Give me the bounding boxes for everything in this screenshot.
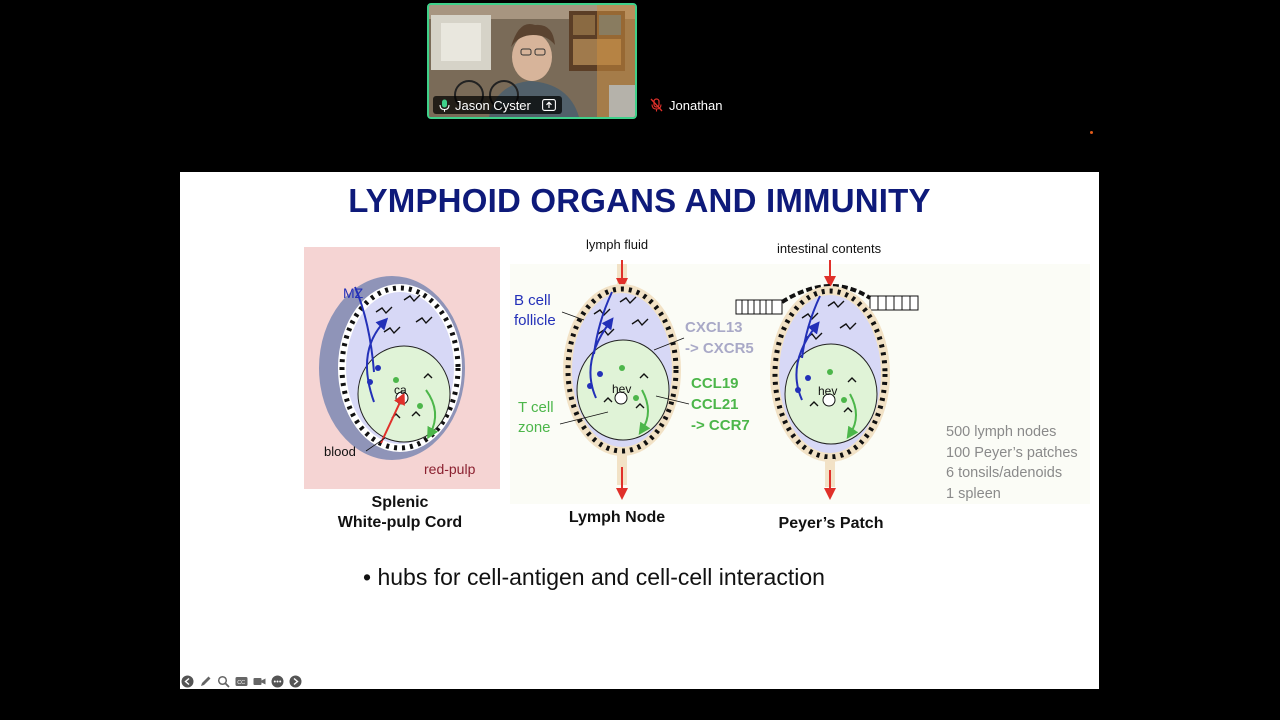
- captions-button[interactable]: CC: [234, 674, 249, 689]
- status-dot: [1090, 131, 1093, 134]
- ln-label-t-cell-1: T cell: [518, 399, 554, 416]
- back-icon: [181, 675, 194, 687]
- slide-title: LYMPHOID ORGANS AND IMMUNITY: [348, 182, 931, 219]
- speaker-name: Jason Cyster: [455, 97, 531, 113]
- ln-label-ccr7: -> CCR7: [691, 417, 750, 434]
- participant-name: Jonathan: [669, 97, 723, 113]
- ln-label-b-cell-1: B cell: [514, 292, 551, 309]
- more-button[interactable]: [270, 674, 285, 689]
- presentation-slide: MZ ca blood red-pulp Splenic White-pulp …: [180, 172, 1099, 689]
- spleen-label-blood: blood: [324, 444, 356, 459]
- spleen-diagram: MZ ca blood red-pulp Splenic White-pulp …: [304, 247, 500, 531]
- organ-count-item: 500 lymph nodes: [946, 424, 1057, 440]
- camera-icon: [253, 677, 266, 685]
- camera-button[interactable]: [252, 674, 267, 689]
- microphone-icon: [439, 99, 450, 112]
- more-icon: [271, 675, 284, 687]
- ln-caption: Lymph Node: [569, 509, 665, 526]
- spleen-label-mz: MZ: [343, 285, 364, 301]
- pp-label-hev: hev: [818, 384, 837, 398]
- organ-count-item: 6 tonsils/adenoids: [946, 465, 1063, 482]
- muted-microphone-icon: [650, 98, 663, 112]
- pp-label-intestinal: intestinal contents: [777, 241, 882, 256]
- ln-label-cxcr5: -> CXCR5: [685, 340, 754, 357]
- organ-count-item: 1 spleen: [946, 486, 1001, 503]
- ln-label-b-cell-2: follicle: [514, 312, 556, 329]
- spleen-label-ca: ca: [394, 383, 407, 397]
- organ-count-item: 100 Peyer’s patches: [946, 444, 1078, 461]
- forward-button[interactable]: [288, 674, 303, 689]
- slide-bullet: • hubs for cell-antigen and cell-cell in…: [363, 564, 825, 590]
- screen-share-icon: [541, 99, 556, 111]
- peyers-patch-diagram: intestinal contents: [735, 241, 919, 532]
- spleen-label-red-pulp: red-pulp: [424, 461, 476, 477]
- ln-label-hev: hev: [612, 382, 631, 396]
- speaker-name-tag: Jason Cyster: [433, 96, 562, 114]
- speaker-video-tile[interactable]: Jason Cyster: [427, 3, 637, 119]
- ln-label-cxcl13: CXCL13: [685, 319, 743, 336]
- pp-caption: Peyer’s Patch: [779, 515, 884, 532]
- zoom-button[interactable]: [216, 674, 231, 689]
- ln-label-ccl21: CCL21: [691, 396, 739, 413]
- lymph-node-diagram: hev lymph fluid B cell follicle T cell z…: [514, 237, 754, 526]
- spleen-caption-1: Splenic: [372, 494, 429, 511]
- organ-counts: 500 lymph nodes 100 Peyer’s patches 6 to…: [946, 422, 1078, 505]
- back-button[interactable]: [180, 674, 195, 689]
- spleen-caption-2: White-pulp Cord: [338, 514, 462, 531]
- pen-icon: [201, 676, 211, 686]
- svg-text:CC: CC: [237, 680, 245, 686]
- slide-toolbar: CC: [180, 673, 303, 689]
- ln-label-t-cell-2: zone: [518, 419, 551, 436]
- zoom-icon: [217, 675, 230, 688]
- captions-icon: CC: [235, 676, 248, 686]
- ln-label-lymph-fluid: lymph fluid: [586, 237, 648, 252]
- forward-icon: [289, 675, 302, 687]
- ln-label-ccl19: CCL19: [691, 375, 739, 392]
- speaker-video-feed: [429, 5, 635, 117]
- pen-button[interactable]: [198, 674, 213, 689]
- lymphoid-diagram: MZ ca blood red-pulp Splenic White-pulp …: [304, 237, 1090, 532]
- participant-jonathan[interactable]: Jonathan: [650, 95, 723, 115]
